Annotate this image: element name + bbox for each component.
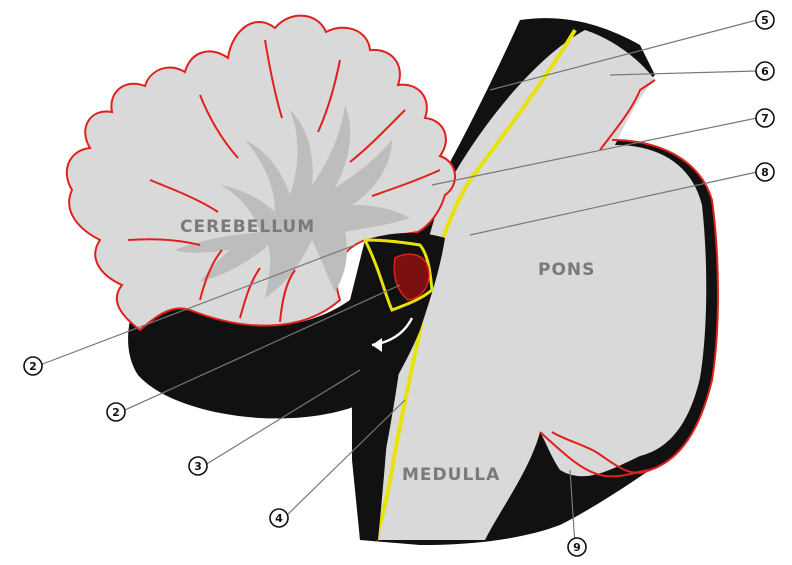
callout-2: 2 xyxy=(107,403,125,421)
callout-6-number: 6 xyxy=(761,65,769,78)
callout-8: 8 xyxy=(756,163,774,181)
callout-6: 6 xyxy=(756,62,774,80)
callout-9-number: 9 xyxy=(573,541,581,554)
callout-1: 2 xyxy=(24,357,42,375)
callout-4: 4 xyxy=(270,509,288,527)
callout-8-number: 8 xyxy=(761,166,769,179)
callout-5-number: 5 xyxy=(761,14,769,27)
callout-5: 5 xyxy=(756,11,774,29)
callout-1-number: 2 xyxy=(29,360,37,373)
callout-9: 9 xyxy=(568,538,586,556)
pons-label: PONS xyxy=(538,260,595,280)
callout-7-number: 7 xyxy=(761,112,769,125)
callout-3-number: 3 xyxy=(194,460,202,473)
callout-4-number: 4 xyxy=(275,512,283,525)
callout-2-number: 2 xyxy=(112,406,120,419)
cerebellum-label: CEREBELLUM xyxy=(180,217,315,237)
callout-7: 7 xyxy=(756,109,774,127)
medulla-label: MEDULLA xyxy=(402,465,500,485)
callout-3: 3 xyxy=(189,457,207,475)
